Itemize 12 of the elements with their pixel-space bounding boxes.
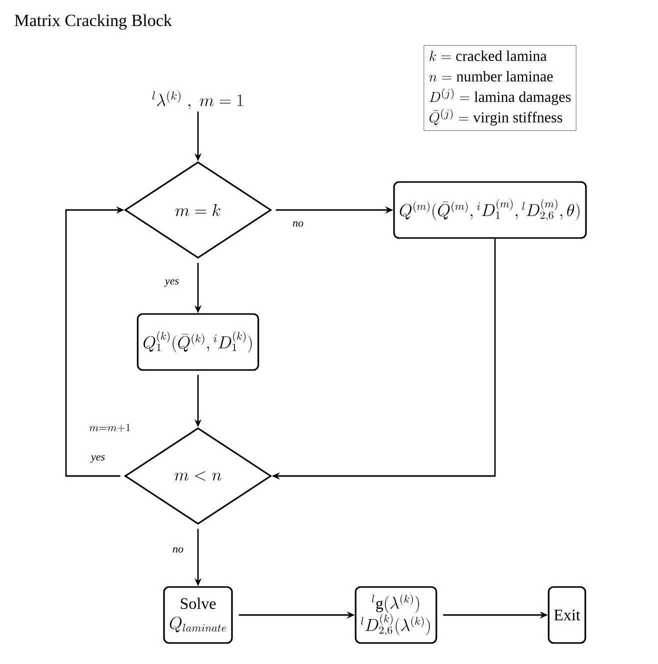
definition-box: $k=\mathrm{cracked\ lamina}$ $n=\mathrm{number\ laminae}$ $D^{(j)}=\mathrm{lamina\ damages}$ $\bar{Q}^{(j)}=\mathrm{virgin\ stiffness}$ <box>424 45 576 131</box>
start-text: ${}^{l}\lambda^{(k)}\;,\;m=1$ <box>152 90 243 110</box>
exit-box: Exit <box>548 586 586 644</box>
process-box: $Q^{(m)}(\bar{Q}^{(m)},{}^{i}D_1^{(m)},{}^{l}D_{2,6}^{(m)},\theta)$ <box>393 181 587 239</box>
edge-label: no <box>292 220 304 228</box>
edge-label: yes <box>90 454 106 464</box>
process-box: $Q_1^{(k)}(\bar{Q}^{(k)},{}^{i}D_1^{(k)})$ <box>136 313 260 371</box>
edge-label: no <box>172 546 184 554</box>
process-box: Solve $Q_{laminate}$ <box>163 586 233 644</box>
edge-label: yes <box>164 278 180 288</box>
process-box: ${}^{l}\mathrm{g}(\lambda^{(k)})$ ${}^{l}D_{2,6}^{(k)}(\lambda^{(k)})$ <box>354 586 438 644</box>
title: Matrix Cracking Block <box>14 14 172 30</box>
